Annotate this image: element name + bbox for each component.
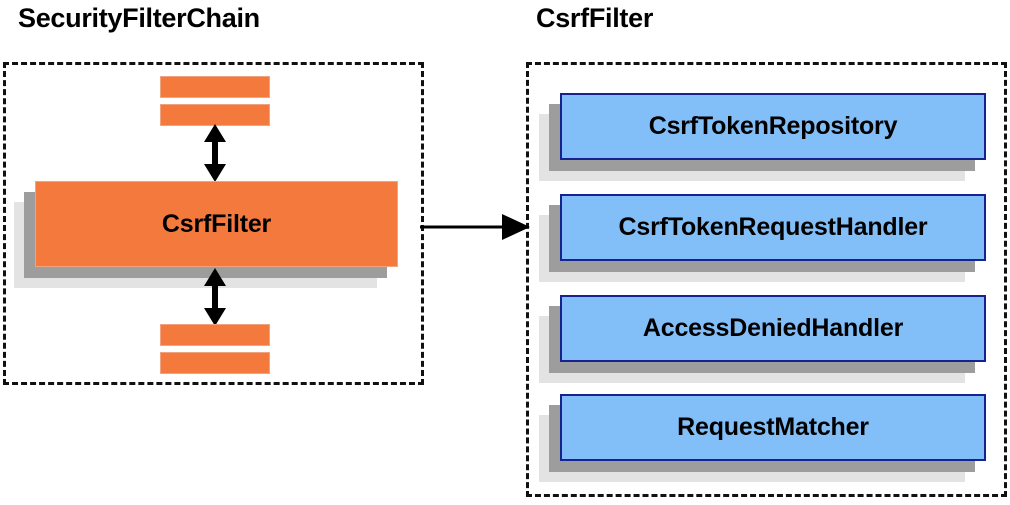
csrf-filter-chain-component[interactable]: CsrfFilter [14,181,398,288]
component-card-request-matcher[interactable]: RequestMatcher [539,394,986,482]
card-face: CsrfTokenRequestHandler [560,194,986,261]
card-face: RequestMatcher [560,394,986,461]
panel-title-csrf-filter: CsrfFilter [536,3,654,33]
filter-chain-bar-above-1 [160,76,270,98]
filter-chain-bar-below-2 [160,352,270,374]
component-label: AccessDeniedHandler [642,314,904,342]
expansion-arrow-icon [420,214,530,240]
double-arrow-below-icon [204,268,226,326]
csrf-filter-container [526,62,1007,497]
security-filter-chain-container [3,62,424,385]
component-card-csrf-token-request-handler[interactable]: CsrfTokenRequestHandler [539,194,986,282]
filter-chain-bar-below-1 [160,324,270,346]
double-arrow-above-icon [204,124,226,182]
component-label: RequestMatcher [677,413,869,441]
card-face: CsrfTokenRepository [560,93,986,160]
panel-title-security-filter-chain: SecurityFilterChain [18,3,260,33]
component-card-csrf-token-repository[interactable]: CsrfTokenRepository [539,93,986,181]
component-card-access-denied-handler[interactable]: AccessDeniedHandler [539,295,986,383]
card-face: CsrfFilter [35,181,398,267]
card-face: AccessDeniedHandler [560,295,986,362]
csrf-filter-chain-label: CsrfFilter [161,209,272,238]
component-label: CsrfTokenRequestHandler [618,213,928,241]
filter-chain-bar-above-2 [160,104,270,126]
component-label: CsrfTokenRepository [648,112,898,140]
